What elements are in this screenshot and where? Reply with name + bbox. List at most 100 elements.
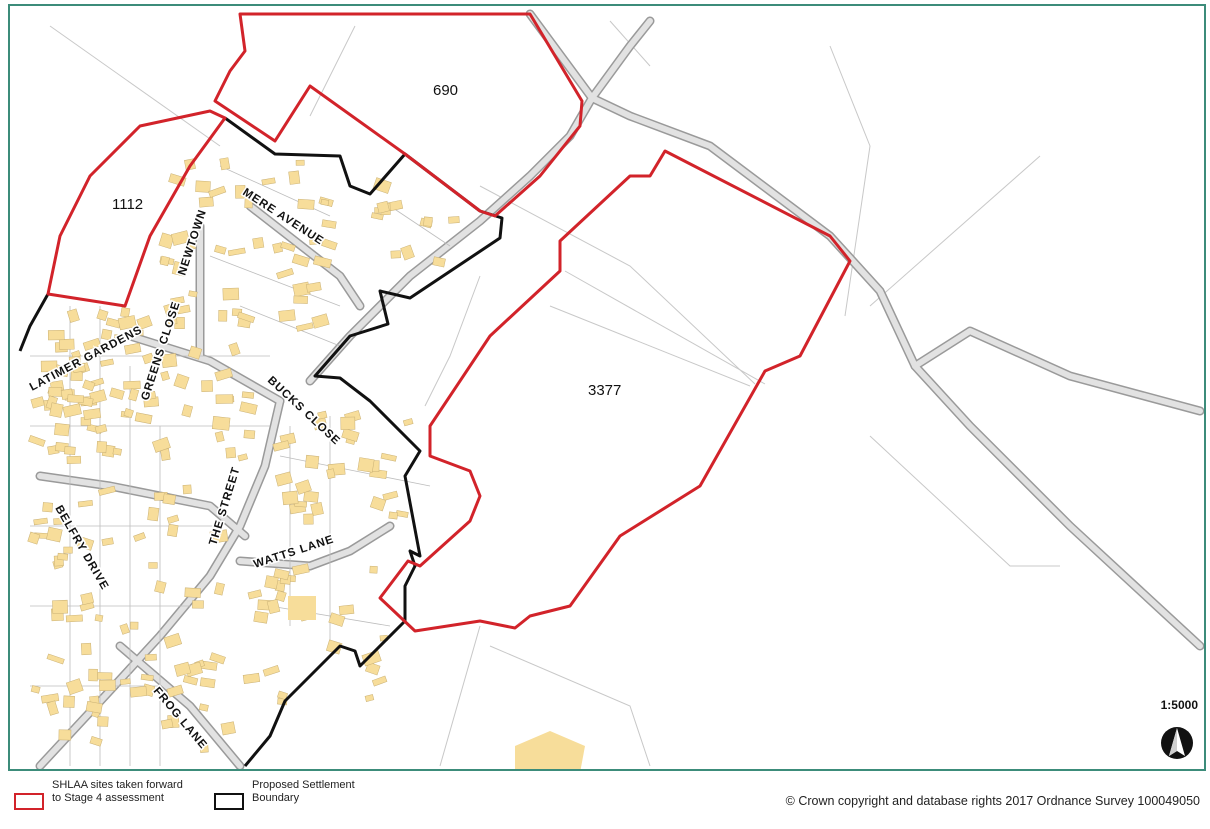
site-1112[interactable]: [46, 109, 227, 308]
building: [274, 471, 293, 487]
building: [293, 295, 308, 304]
building: [30, 396, 45, 409]
settlement-boundary-west[interactable]: [18, 293, 50, 352]
building: [130, 329, 144, 336]
building: [341, 427, 360, 442]
building: [134, 412, 153, 425]
building: [275, 590, 287, 603]
building: [170, 296, 185, 305]
building: [97, 716, 109, 727]
building: [113, 334, 128, 342]
building: [312, 255, 333, 269]
building: [321, 219, 337, 229]
building: [181, 404, 194, 418]
building: [236, 311, 256, 324]
building: [133, 532, 146, 542]
building: [328, 612, 346, 627]
building: [46, 526, 63, 543]
building: [369, 565, 378, 574]
building: [214, 244, 227, 255]
building: [370, 212, 384, 221]
building: [281, 490, 299, 506]
building: [74, 535, 95, 551]
building: [148, 562, 158, 569]
building: [140, 673, 154, 682]
building: [58, 729, 72, 741]
building: [227, 247, 246, 257]
building: [261, 177, 276, 186]
legend-swatch-shlaa: [14, 793, 44, 810]
building: [80, 642, 92, 656]
building: [376, 200, 390, 214]
building: [253, 610, 269, 624]
building: [77, 500, 93, 508]
building: [304, 454, 320, 469]
building: [136, 315, 153, 330]
building: [173, 373, 190, 390]
building: [82, 337, 101, 351]
building: [96, 441, 107, 454]
building: [162, 493, 177, 506]
building: [182, 674, 199, 686]
shlaa-sites[interactable]: [46, 12, 852, 633]
building: [100, 328, 113, 341]
building: [296, 322, 314, 332]
building: [94, 424, 108, 434]
building: [187, 345, 203, 360]
building: [244, 196, 253, 209]
building: [54, 364, 70, 378]
building: [182, 484, 192, 495]
building: [184, 587, 202, 598]
legend-label-shlaa: SHLAA sites taken forward to Stage 4 ass…: [52, 779, 183, 804]
building: [109, 387, 125, 400]
building: [423, 216, 433, 227]
building: [276, 690, 288, 701]
site-690[interactable]: [213, 12, 584, 218]
building: [448, 216, 460, 224]
building: [48, 387, 63, 397]
building: [54, 423, 70, 437]
building: [167, 523, 179, 537]
legend-item-settlement: Proposed Settlement Boundary: [214, 779, 402, 810]
building: [53, 517, 65, 525]
building: [33, 517, 48, 526]
building: [338, 604, 355, 616]
building: [214, 431, 225, 443]
legend: SHLAA sites taken forward to Stage 4 ass…: [0, 773, 1210, 829]
building: [62, 403, 82, 418]
building: [305, 281, 322, 293]
building: [173, 661, 192, 677]
site-3377[interactable]: [378, 149, 852, 633]
building: [117, 315, 137, 331]
legend-swatch-settlement: [214, 793, 244, 810]
building: [158, 232, 175, 249]
building: [321, 238, 338, 251]
building: [154, 580, 167, 594]
building: [198, 703, 209, 712]
settlement-boundary[interactable]: [224, 116, 504, 767]
building: [27, 531, 41, 545]
map-canvas[interactable]: 1112 690 3377 MERE AVENUE NEWTOWN GREENS…: [10, 6, 1206, 771]
building: [241, 391, 255, 399]
building: [208, 185, 227, 198]
building: [291, 253, 310, 268]
map-frame[interactable]: 1112 690 3377 MERE AVENUE NEWTOWN GREENS…: [8, 4, 1206, 771]
building: [276, 267, 294, 280]
building: [365, 661, 381, 676]
site-label-690: 690: [433, 82, 458, 99]
building: [112, 447, 122, 456]
building: [222, 287, 240, 301]
building: [515, 731, 585, 769]
building: [272, 440, 290, 452]
building: [88, 668, 98, 682]
building: [310, 502, 324, 517]
building: [311, 313, 330, 329]
building: [97, 672, 113, 680]
building: [198, 196, 214, 208]
building: [273, 568, 290, 581]
building: [340, 416, 356, 430]
building: [186, 241, 197, 252]
building: [291, 563, 310, 576]
north-arrow-icon: [1160, 722, 1194, 767]
building: [28, 434, 46, 447]
